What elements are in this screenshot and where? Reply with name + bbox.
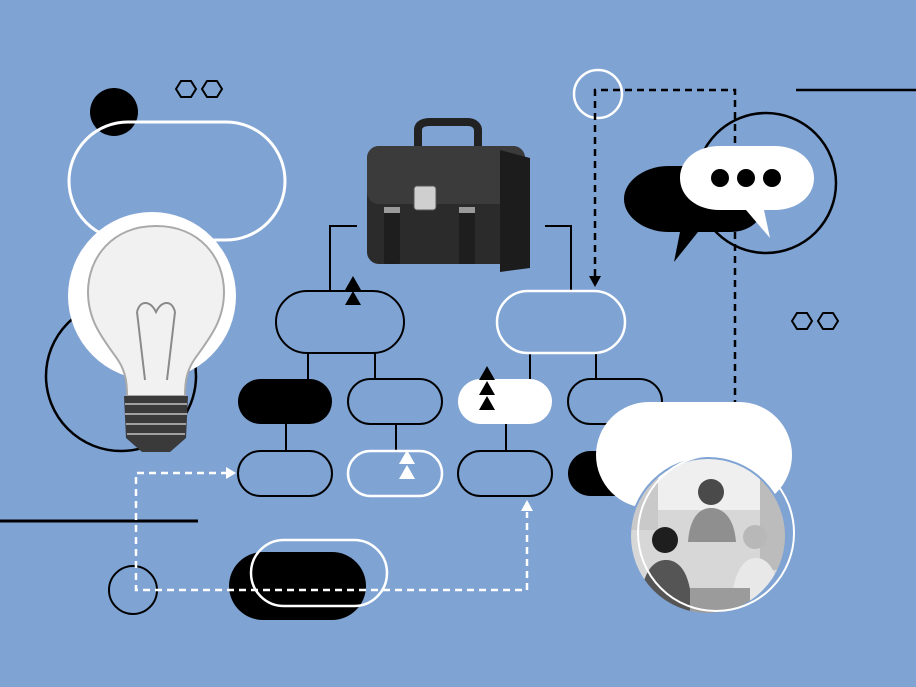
node-level2-3 bbox=[458, 379, 552, 424]
arrow-head-down bbox=[589, 276, 601, 287]
briefcase-icon bbox=[367, 118, 530, 272]
node-level2-2 bbox=[347, 378, 443, 425]
white-pill-outline-bottom bbox=[249, 538, 389, 608]
node-level3-1 bbox=[237, 450, 333, 497]
outline-circle-top bbox=[572, 68, 624, 120]
chat-bubbles-icon bbox=[624, 146, 814, 262]
hexagon-pair-icon bbox=[790, 312, 840, 330]
triangle-arrows-icon bbox=[345, 276, 361, 305]
triangle-arrows-icon bbox=[479, 366, 495, 410]
dashed-flow-white bbox=[134, 471, 529, 592]
arrow-head-right bbox=[226, 467, 236, 479]
node-level3-3 bbox=[457, 450, 553, 497]
outline-ring-photo bbox=[637, 454, 795, 612]
triangle-arrows-icon bbox=[399, 450, 415, 479]
lightbulb-icon bbox=[86, 224, 226, 452]
hexagon-pair-icon bbox=[174, 80, 224, 98]
node-level1-right bbox=[495, 289, 627, 355]
node-level3-2 bbox=[346, 449, 444, 498]
arrow-head-up bbox=[521, 500, 533, 511]
node-level2-1 bbox=[238, 379, 332, 424]
black-pill-bottom bbox=[229, 552, 366, 620]
node-level1-left bbox=[275, 290, 405, 354]
photo-border bbox=[629, 457, 787, 615]
black-dot-top-left bbox=[90, 88, 138, 136]
dashed-flow-black bbox=[593, 88, 737, 412]
